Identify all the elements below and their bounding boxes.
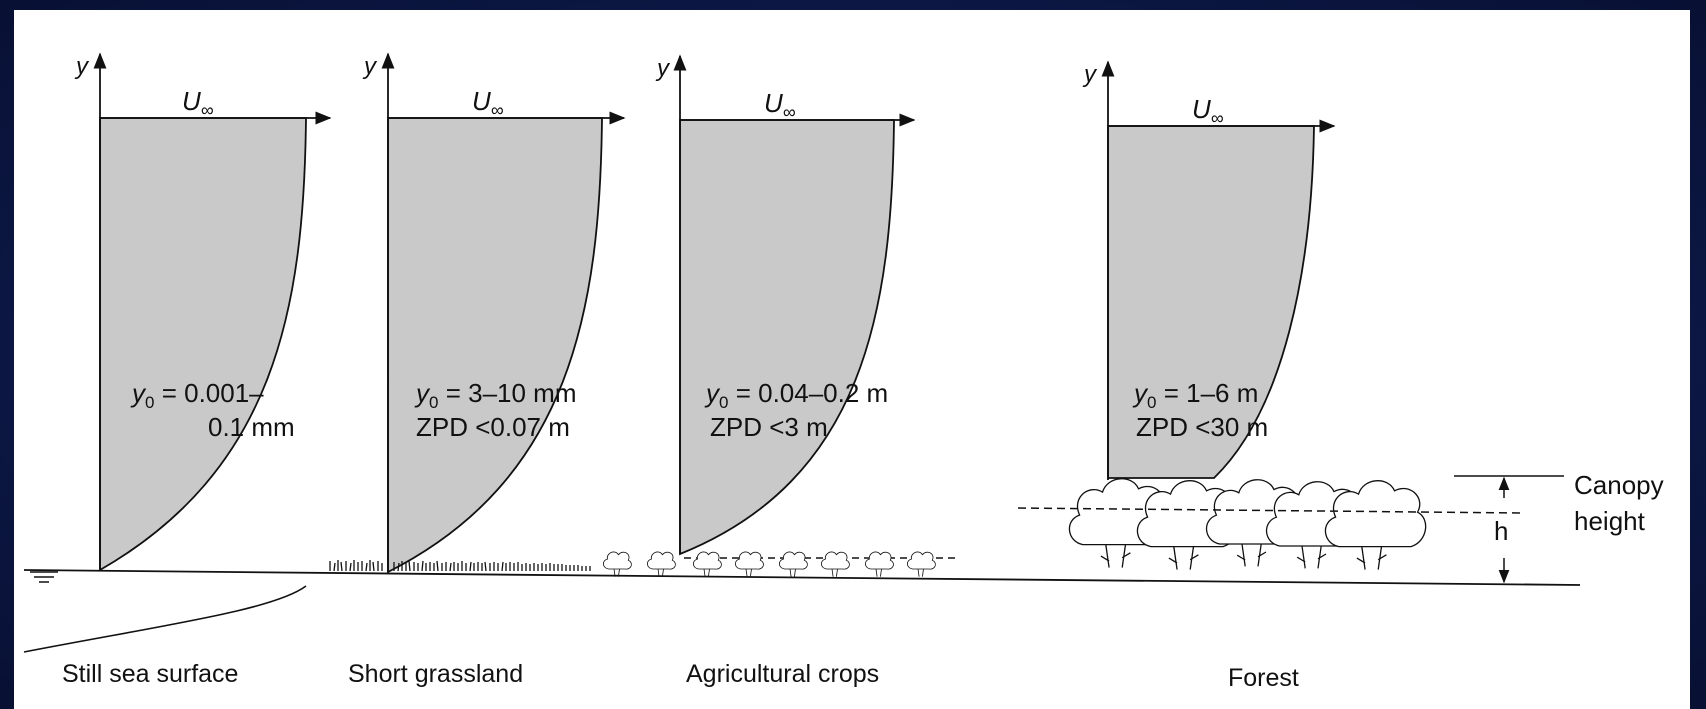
caption-sea: Still sea surface [62,660,238,688]
sea-wave-line [23,585,307,653]
forest-tree-icons [1068,478,1427,571]
wind-profile-diagram: y U∞ y0 = 0.001– 0.1 mm Still sea surfac… [23,52,1664,692]
u-infinity-label: U∞ [1192,94,1224,128]
velocity-profile-forest [1107,125,1315,479]
y-axis-label: y [1082,61,1098,88]
zpd-dashed-line-forest [1017,507,1523,514]
caption-crops: Agricultural crops [686,660,879,688]
canopy-height-label: height [1574,506,1646,536]
zpd-grass: ZPD <0.07 m [416,412,570,442]
panel-crops: y U∞ y0 = 0.04–0.2 m ZPD <3 m Agricultur… [602,54,956,688]
y-axis-label: y [362,53,378,80]
velocity-profile-crops [679,119,895,556]
u-infinity-label: U∞ [472,86,504,120]
panel-forest: y U∞ y0 = 1–6 m ZPD <30 m h Canopy heigh… [1017,60,1664,692]
panel-sea: y U∞ y0 = 0.001– 0.1 mm Still sea surfac… [23,52,332,688]
y-axis-label: y [655,55,671,82]
caption-grass: Short grassland [348,660,523,688]
velocity-profile-sea [99,117,307,572]
grass-icon [329,560,591,572]
zpd-forest: ZPD <30 m [1136,412,1268,442]
ground-line [23,569,1581,586]
u-infinity-label: U∞ [182,86,214,120]
roughness-length-crops: y0 = 0.04–0.2 m [704,378,888,412]
panel-grass: y U∞ y0 = 3–10 mm ZPD <0.07 m Short gras… [329,52,626,688]
crop-plant-icons [602,551,936,578]
figure-panel: y U∞ y0 = 0.001– 0.1 mm Still sea surfac… [14,10,1690,709]
water-surface-icon [30,571,58,583]
zpd-crops: ZPD <3 m [710,412,828,442]
velocity-profile-grass [387,117,603,574]
roughness-length-forest: y0 = 1–6 m [1132,378,1258,412]
canopy-h-label: h [1494,516,1508,546]
roughness-length-sea-2: 0.1 mm [208,412,295,442]
roughness-length-sea: y0 = 0.001– [130,378,264,412]
y-axis-label: y [74,53,90,80]
canopy-label: Canopy [1574,470,1664,500]
roughness-length-grass: y0 = 3–10 mm [414,378,577,412]
caption-forest: Forest [1228,664,1299,692]
u-infinity-label: U∞ [764,88,796,122]
